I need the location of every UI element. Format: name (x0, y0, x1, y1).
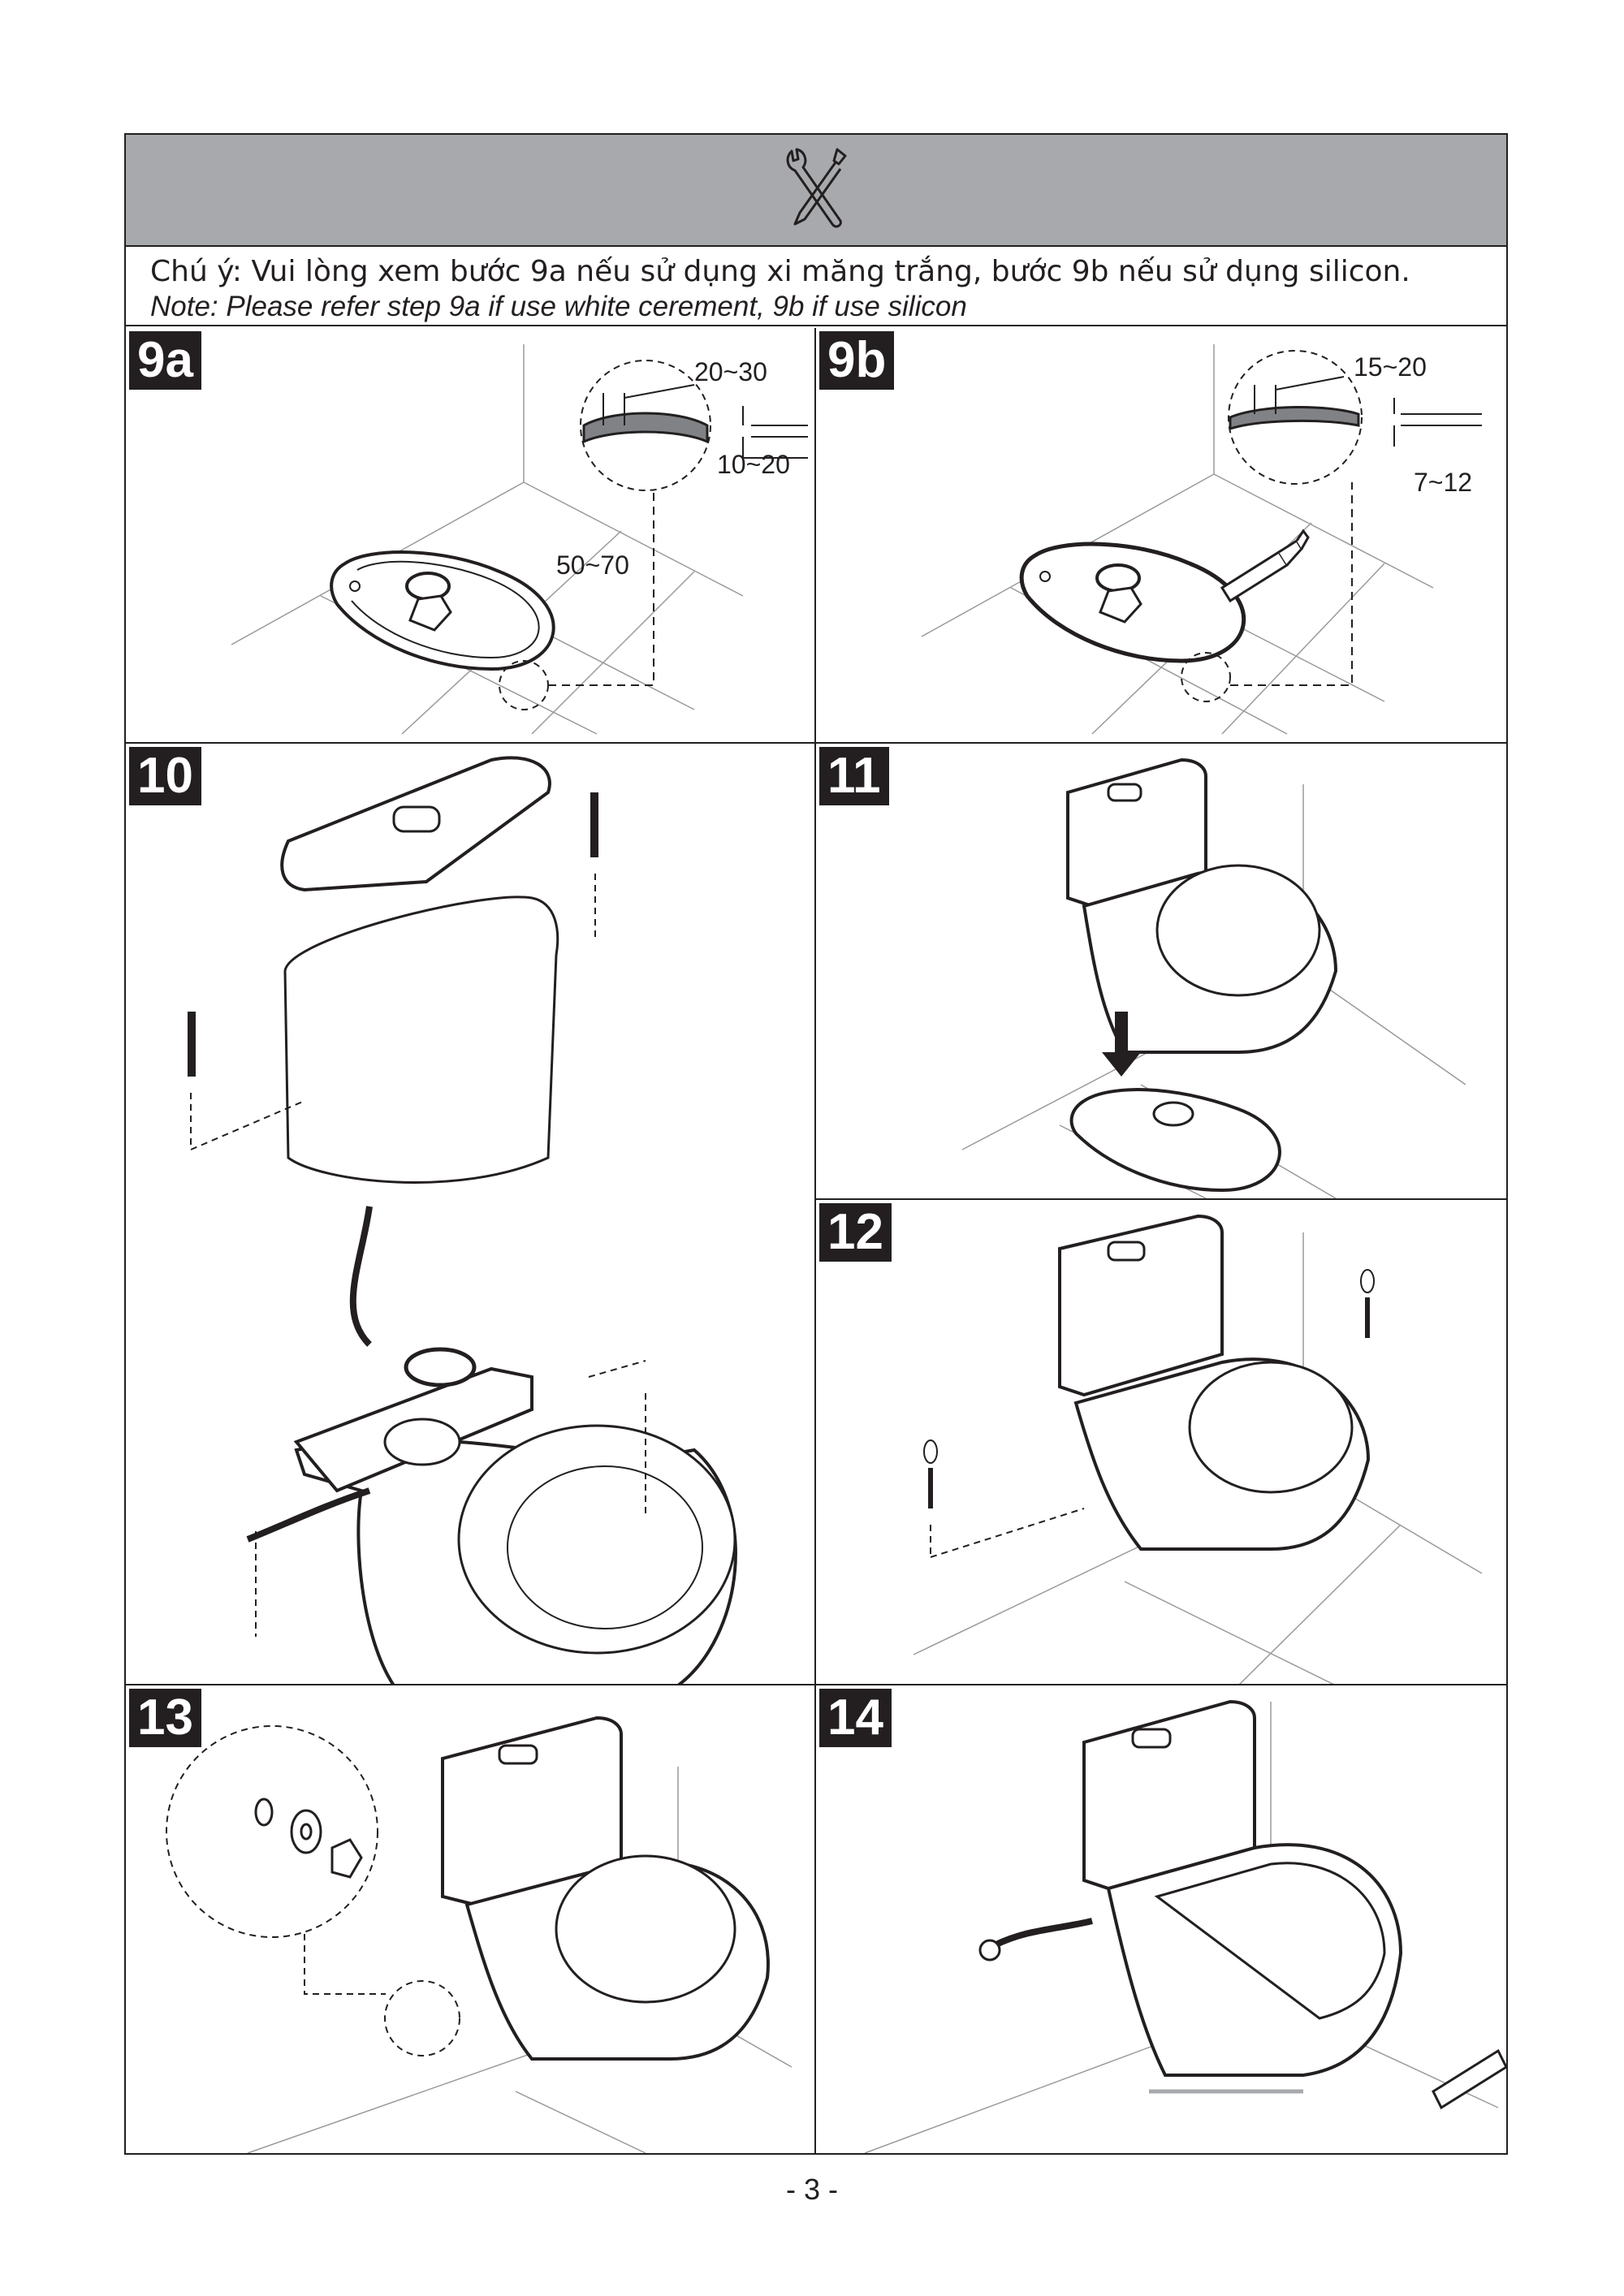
step-12-illustration (913, 1214, 1483, 1684)
tool-header-band (126, 135, 1506, 247)
usage-note: Chú ý: Vui lòng xem bước 9a nếu sử dụng … (126, 245, 1506, 326)
dim-9b-gap: 7~12 (1414, 468, 1473, 497)
step-9b-panel: 9b 15~20 7~12 (816, 328, 1506, 744)
dim-9b-depth: 15~20 (1354, 352, 1427, 382)
step-9b-illustration (921, 344, 1482, 735)
note-english: Note: Please refer step 9a if use white … (150, 291, 967, 322)
dim-9a-gap: 10~20 (717, 450, 790, 479)
step-label-9a: 9a (129, 331, 201, 390)
step-9a-panel: 9a 20~30 10~20 50~70 (126, 328, 816, 744)
dim-9a-width: 50~70 (556, 550, 629, 580)
step-label-12: 12 (819, 1203, 892, 1262)
step-label-10: 10 (129, 747, 201, 805)
step-label-14: 14 (819, 1689, 892, 1747)
step-label-9b: 9b (819, 331, 895, 390)
step-14-illustration (864, 1699, 1506, 2153)
step-14-panel: 14 (816, 1685, 1506, 2153)
note-vietnamese: Chú ý: Vui lòng xem bước 9a nếu sử dụng … (150, 255, 1410, 288)
step-13-illustration (166, 1716, 793, 2153)
step-label-13: 13 (129, 1689, 201, 1747)
page-number: - 3 - (785, 2173, 838, 2206)
step-11-panel: 11 (816, 744, 1506, 1200)
wrench-screwdriver-icon (786, 148, 847, 228)
instruction-sheet: Chú ý: Vui lòng xem bước 9a nếu sử dụng … (124, 133, 1508, 2155)
step-9a-illustration (231, 344, 808, 735)
dim-9a-depth: 20~30 (694, 357, 767, 386)
step-11-illustration (961, 757, 1466, 1198)
step-label-11: 11 (819, 747, 889, 805)
step-12-panel: 12 (816, 1200, 1506, 1685)
step-13-panel: 13 (126, 1685, 816, 2153)
step-10-illustration (188, 756, 737, 1684)
step-10-panel: 10 (126, 744, 816, 1685)
